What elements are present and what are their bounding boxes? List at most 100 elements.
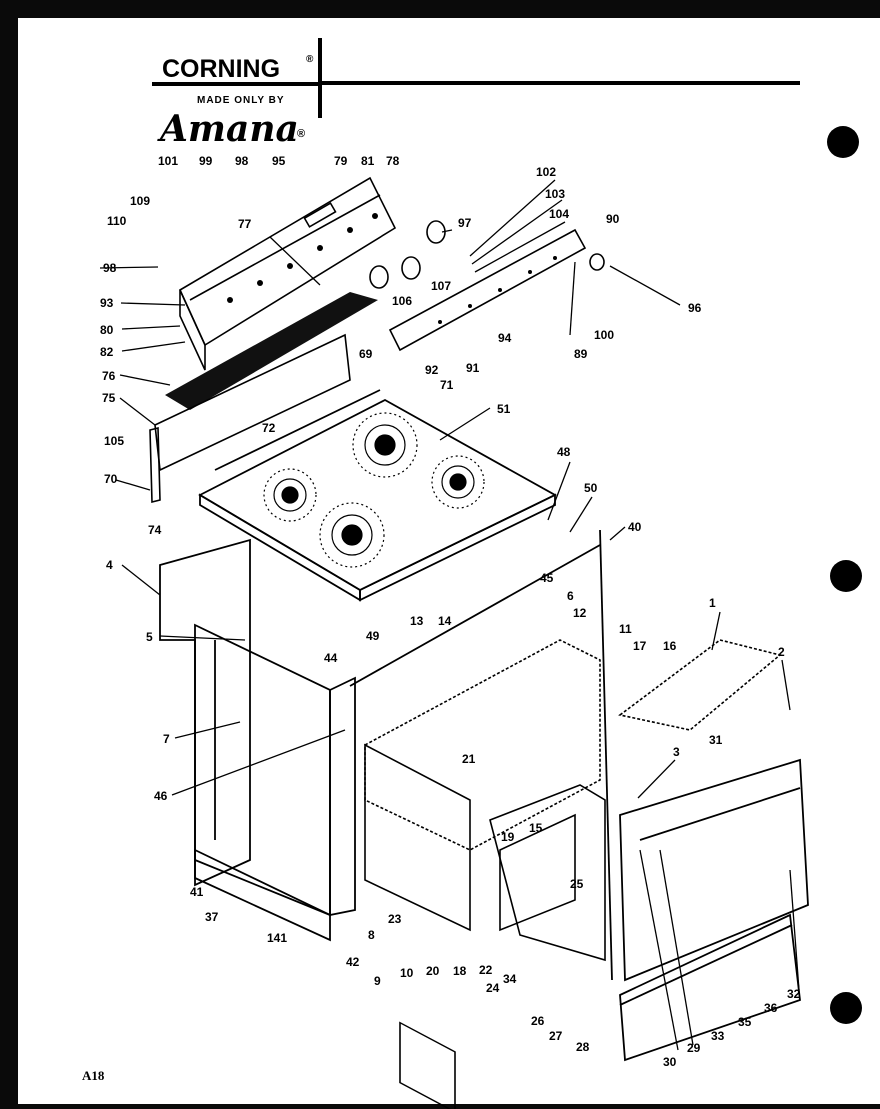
- part-label: 70: [104, 472, 118, 486]
- range-body: [159, 529, 613, 981]
- part-label: 76: [102, 369, 116, 383]
- part-label: 8: [368, 928, 375, 942]
- part-label: 77: [238, 217, 252, 231]
- part-label: 96: [688, 301, 702, 315]
- part-label: 13: [410, 614, 424, 628]
- part-label: 107: [431, 279, 451, 293]
- part-label: 30: [663, 1055, 677, 1069]
- radiant-burner-patterns: [263, 412, 485, 568]
- part-label: 94: [498, 331, 512, 345]
- part-label: 79: [334, 154, 348, 168]
- part-label: 24: [486, 981, 500, 995]
- part-label: 50: [584, 481, 598, 495]
- part-label: 71: [440, 378, 454, 392]
- part-label: 18: [453, 964, 467, 978]
- heat-plate: [618, 639, 782, 731]
- part-label: 75: [102, 391, 116, 405]
- amana-reg-mark: ®: [297, 128, 306, 140]
- part-label: 45: [540, 571, 554, 585]
- made-only-by-text: MADE ONLY BY: [197, 95, 285, 106]
- part-label: 41: [190, 885, 204, 899]
- part-label: 28: [576, 1040, 590, 1054]
- part-label: 26: [531, 1014, 545, 1028]
- binder-holes: [827, 126, 862, 1024]
- part-label: 82: [100, 345, 114, 359]
- oven-door-inner: [489, 784, 606, 962]
- part-label: 37: [205, 910, 219, 924]
- part-label: 99: [199, 154, 213, 168]
- part-label: 23: [388, 912, 402, 926]
- part-label: 16: [663, 639, 677, 653]
- part-label: 92: [425, 363, 439, 377]
- part-label: 95: [272, 154, 286, 168]
- part-label: 91: [466, 361, 480, 375]
- part-label: 6: [567, 589, 574, 603]
- part-label: 98: [235, 154, 249, 168]
- part-label: 51: [497, 402, 511, 416]
- front-trim-panel: [149, 333, 351, 504]
- part-label: 90: [606, 212, 620, 226]
- part-label: 78: [386, 154, 400, 168]
- corning-reg-mark: ®: [306, 54, 314, 65]
- part-label: 22: [479, 963, 493, 977]
- oven-door-outer: [619, 758, 809, 982]
- part-label: 14: [438, 614, 452, 628]
- part-label: 19: [501, 830, 515, 844]
- part-label: 10: [400, 966, 414, 980]
- part-label: 106: [392, 294, 412, 308]
- part-label: 17: [633, 639, 647, 653]
- part-label: 102: [536, 165, 556, 179]
- part-label: 21: [462, 752, 476, 766]
- part-label: 34: [503, 972, 517, 986]
- part-label: 46: [154, 789, 168, 803]
- part-label: 32: [787, 987, 801, 1001]
- part-number-labels: 101 99 98 95 79 81 78 109 110 98 77 97 1…: [100, 154, 801, 1069]
- part-label: 110: [107, 214, 127, 228]
- part-label: 20: [426, 964, 440, 978]
- part-label: 109: [130, 194, 150, 208]
- page-id: A18: [82, 1068, 105, 1083]
- part-label: 69: [359, 347, 373, 361]
- part-label: 4: [106, 558, 113, 572]
- part-label: 33: [711, 1029, 725, 1043]
- part-label: 15: [529, 821, 543, 835]
- part-label: 7: [163, 732, 170, 746]
- part-label: 11: [619, 622, 632, 636]
- part-label: 29: [687, 1041, 701, 1055]
- scan-bottom-border: [0, 1104, 880, 1109]
- corning-logo-text: CORNING: [162, 55, 281, 83]
- leader-lines: [99, 179, 800, 1051]
- part-label: 35: [738, 1015, 752, 1029]
- part-label: 103: [545, 187, 565, 201]
- part-label: 36: [764, 1001, 778, 1015]
- vent-grille: [165, 292, 378, 410]
- amana-logo-text: Amana: [160, 108, 299, 150]
- storage-drawer: [619, 913, 801, 1062]
- part-label: 12: [573, 606, 587, 620]
- part-label: 25: [570, 877, 584, 891]
- part-label: 31: [709, 733, 723, 747]
- scan-top-border: [0, 0, 880, 18]
- part-label: 141: [267, 931, 287, 945]
- control-panel-assembly: [178, 176, 397, 371]
- header-rules: [152, 38, 800, 118]
- part-label: 97: [458, 216, 472, 230]
- part-label: 93: [100, 296, 114, 310]
- part-label: 3: [673, 745, 680, 759]
- part-label: 105: [104, 434, 124, 448]
- part-label: 81: [361, 154, 375, 168]
- part-label: 1: [709, 596, 716, 610]
- right-control-strip: [388, 228, 587, 352]
- part-label: 27: [549, 1029, 563, 1043]
- scan-left-border: [0, 0, 18, 1109]
- cooktop: [198, 389, 557, 602]
- part-label: 48: [557, 445, 571, 459]
- part-label: 2: [778, 645, 785, 659]
- part-label: 101: [158, 154, 178, 168]
- part-label: 42: [346, 955, 360, 969]
- part-label: 72: [262, 421, 276, 435]
- part-label: 80: [100, 323, 114, 337]
- part-label: 104: [549, 207, 569, 221]
